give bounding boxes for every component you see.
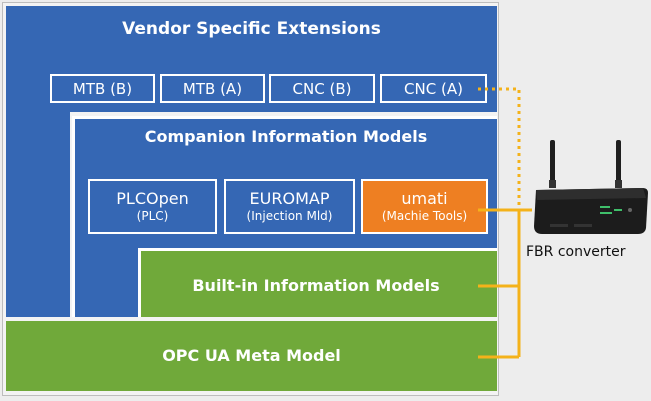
builtin-layer <box>138 248 497 317</box>
vendor-box-cnc-b: CNC (B) <box>269 74 375 103</box>
builtin-title: Built-in Information Models <box>192 276 440 295</box>
euromap-label: EUROMAP <box>249 189 330 209</box>
euromap-sublabel: (Injection Mld) <box>246 208 333 223</box>
meta-title: OPC UA Meta Model <box>162 346 341 365</box>
vendor-layer <box>6 6 497 112</box>
vendor-box-mtb-a: MTB (A) <box>160 74 265 103</box>
companion-title: Companion Information Models <box>144 127 428 146</box>
companion-box-umati: umati (Machie Tools) <box>361 179 488 234</box>
umati-label: umati <box>401 189 448 209</box>
companion-box-euromap: EUROMAP (Injection Mld) <box>224 179 355 234</box>
plcopen-label: PLCOpen <box>116 189 189 209</box>
vendor-box-mtb-b: MTB (B) <box>50 74 155 103</box>
meta-layer <box>6 321 497 391</box>
companion-box-plcopen: PLCOpen (PLC) <box>88 179 217 234</box>
plcopen-sublabel: (PLC) <box>136 208 169 223</box>
fbr-converter-device-icon <box>534 140 648 234</box>
connector-cnc-a-dotted <box>478 87 521 210</box>
fbr-converter-label: FBR converter <box>526 244 626 260</box>
vendor-layer-column <box>6 112 70 317</box>
umati-sublabel: (Machie Tools) <box>381 208 468 223</box>
vendor-title: Vendor Specific Extensions <box>122 19 381 39</box>
